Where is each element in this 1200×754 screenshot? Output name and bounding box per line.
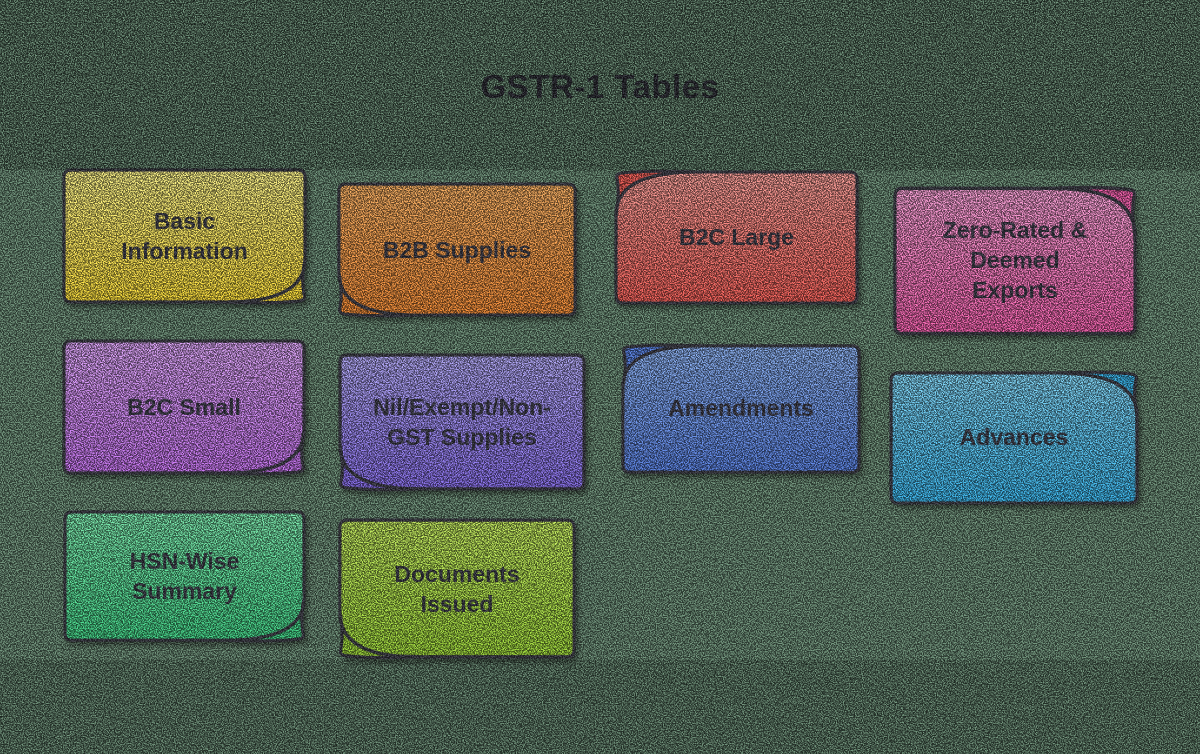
note-label: Documents Issued [394,560,520,617]
note-advances: Advances [888,369,1140,507]
note-label: Nil/Exempt/Non-GST Supplies [373,394,551,450]
note-label: Advances [959,424,1069,451]
note-label: Zero-Rated & Deemed Exports [942,217,1088,303]
note-label: HSN-Wise Summary [129,548,240,604]
note-hsn-wise-summary: HSN-Wise Summary [62,509,307,645]
note-label: Amendments [668,395,814,422]
note-label: B2B Supplies [382,236,532,263]
note-label: Basic Information [121,208,248,264]
note-label: B2C Small [127,394,241,421]
note-b2c-large: B2C Large [613,168,860,307]
note-documents-issued: Documents Issued [337,517,577,662]
note-zero-rated-deemed-exports: Zero-Rated & Deemed Exports [892,184,1138,338]
note-b2c-small: B2C Small [61,338,307,478]
page-title: GSTR-1 Tables [480,68,720,105]
note-label: B2C Large [678,223,795,250]
note-nil-exempt-non-gst-supplies: Nil/Exempt/Non-GST Supplies [337,352,587,494]
note-basic-information: Basic Information [61,167,308,307]
note-b2b-supplies: B2B Supplies [336,181,578,320]
note-amendments: Amendments [620,342,862,476]
